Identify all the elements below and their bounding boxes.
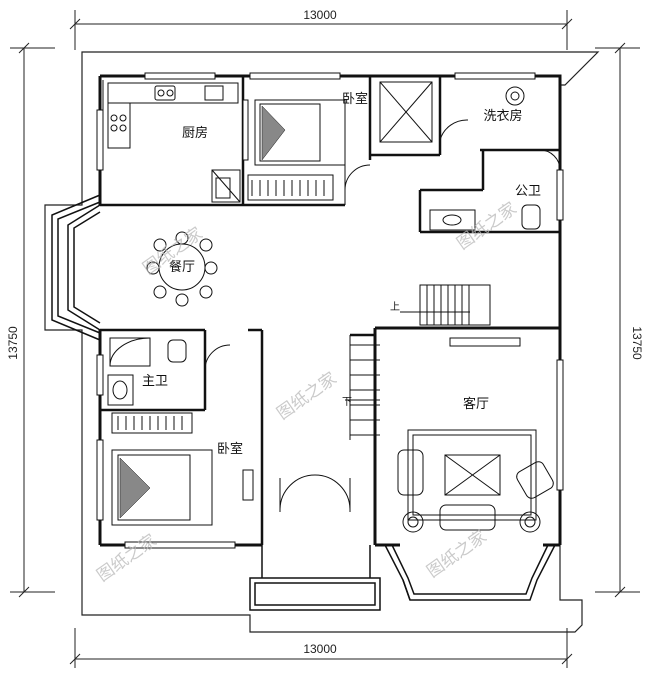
dim-right-depth: 13750 [630,326,644,360]
living-bay-window [384,544,556,601]
room-label-bedroom-north: 卧室 [342,91,368,107]
roof-outline [44,51,600,633]
elevator-shaft [379,81,433,143]
room-label-laundry: 洗衣房 [483,108,522,124]
watermark-5: 图纸之家 [423,527,490,582]
watermark-2: 图纸之家 [453,199,520,254]
dining-table [146,231,218,307]
room-label-living: 客厅 [463,396,489,412]
living-room-furniture [397,337,554,533]
room-label-bedroom-south: 卧室 [217,441,243,457]
entry-porch [249,545,381,611]
entry-doors [279,474,351,512]
room-label-public-bath: 公卫 [515,184,541,199]
watermark-3: 图纸之家 [273,369,340,424]
public-bath-fixtures [429,149,561,231]
bedroom-south-furniture [111,412,254,526]
exterior-walls [98,74,562,547]
dimension-lines [10,10,640,668]
dim-left-depth: 13750 [6,326,20,360]
dining-bay-window [51,194,101,341]
stair-up-mark: 上 [390,301,400,313]
master-bath-fixtures [107,337,231,406]
laundry-fixtures [439,86,525,141]
dim-bottom-width: 13000 [303,642,337,656]
windows [96,72,564,549]
room-label-kitchen: 厨房 [182,125,208,141]
staircase [345,284,491,440]
room-label-dining: 餐厅 [169,259,195,275]
kitchen-fixtures [102,80,241,203]
interior-walls [100,76,560,545]
stair-down-mark: 下 [342,397,352,408]
bedroom-north-furniture [247,99,371,205]
room-label-master-bath: 主卫 [142,374,168,389]
watermark-4: 图纸之家 [93,531,160,586]
dim-top-width: 13000 [303,8,337,22]
